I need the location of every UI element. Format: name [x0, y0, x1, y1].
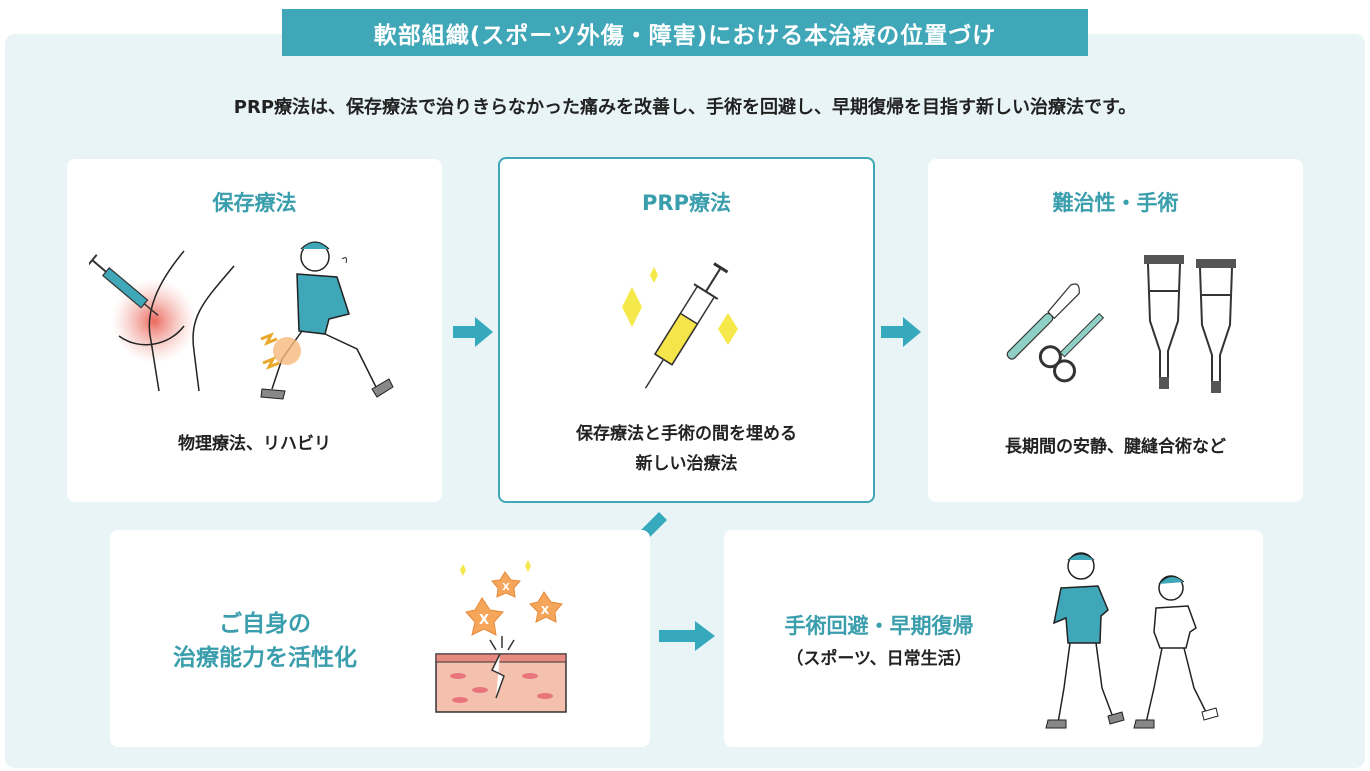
card-prp-caption-1: 保存療法と手術の間を埋める [576, 424, 797, 444]
card-prp-title: PRP療法 [642, 191, 731, 215]
tissue-repair-illustration: X X X [435, 560, 567, 713]
lead-text: PRP療法は、保存療法で治りきらなかった痛みを改善し、手術を回避し、早期復帰を目… [233, 97, 1137, 118]
card-surgery-caption: 長期間の安静、腱縫合術など [1005, 437, 1226, 457]
svg-text:X: X [541, 604, 550, 617]
card-conservative-caption: 物理療法、リハビリ [178, 434, 331, 454]
page-title: 軟部組織(スポーツ外傷・障害)における本治療の位置づけ [282, 9, 1088, 56]
star-badge-1: X [465, 597, 504, 636]
card-conservative-title: 保存療法 [212, 191, 297, 215]
arrow-right-2 [881, 317, 921, 347]
card-recovery-caption: （スポーツ、日常生活） [786, 649, 972, 669]
svg-text:X: X [479, 613, 489, 628]
svg-text:X: X [502, 582, 510, 593]
card-conservative: 保存療法 物理療法、リハビリ [67, 159, 442, 502]
crutches-icon [1144, 255, 1236, 393]
syringe-icon [622, 262, 738, 389]
scalpel-scissors-icon [1006, 283, 1105, 383]
card-surgery: 難治性・手術 長期間の安静、腱縫合術など [928, 159, 1303, 502]
card-recovery: 手術回避・早期復帰 （スポーツ、日常生活） [724, 530, 1263, 747]
card-recovery-title: 手術回避・早期復帰 [784, 614, 974, 638]
walking-couple-illustration [1045, 552, 1219, 729]
card-surgery-title: 難治性・手術 [1052, 191, 1179, 215]
runner-pain-illustration [260, 241, 394, 400]
card-prp-caption-2: 新しい治療法 [635, 454, 738, 474]
arrow-right-1 [453, 317, 493, 347]
knee-injection-illustration [89, 250, 235, 392]
card-healing-line2: 治療能力を活性化 [173, 645, 357, 671]
card-healing: ご自身の 治療能力を活性化 X X X [110, 530, 650, 747]
card-prp: PRP療法 保存療法と手術の間を埋める 新しい治療法 [498, 157, 875, 503]
card-healing-line1: ご自身の [219, 611, 311, 637]
arrow-right-3 [659, 621, 715, 651]
